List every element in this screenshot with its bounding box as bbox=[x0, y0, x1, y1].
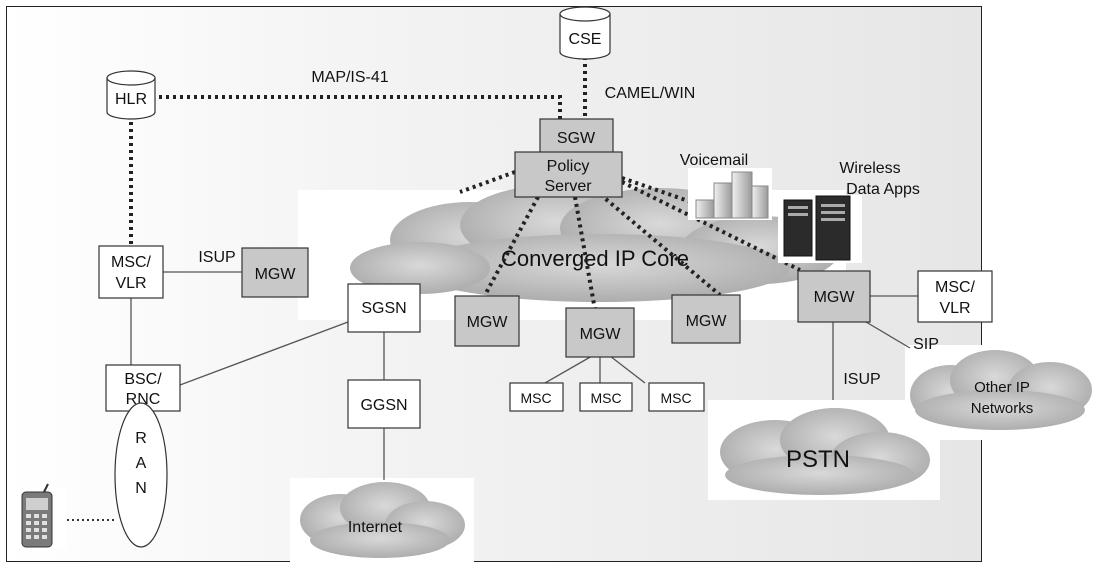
converged-ip-core-cloud: Converged IP Core bbox=[350, 185, 840, 302]
camel-win-label: CAMEL/WIN bbox=[605, 85, 696, 102]
ggsn-label: GGSN bbox=[360, 397, 407, 414]
dotted-links bbox=[67, 57, 801, 521]
mgw-core-3-node: MGW bbox=[671, 294, 741, 344]
wireless-label-2: Data Apps bbox=[846, 181, 920, 198]
pstn-cloud: PSTN bbox=[720, 408, 930, 495]
msc-vlr-left-label-2: VLR bbox=[115, 275, 146, 292]
wireless-data-servers-icon bbox=[778, 195, 862, 263]
mgw-left-label: MGW bbox=[255, 266, 297, 283]
cse-label: CSE bbox=[569, 31, 602, 48]
wireless-label-1: Wireless bbox=[839, 160, 900, 177]
mgw-left-node: MGW bbox=[241, 247, 309, 298]
sgw-node: SGW bbox=[539, 118, 614, 154]
msc-vlr-left-label-1: MSC/ bbox=[111, 254, 152, 271]
mobile-phone-icon bbox=[10, 483, 67, 549]
sgsn-label: SGSN bbox=[361, 300, 406, 317]
msc-3-node: MSC bbox=[648, 382, 705, 412]
hlr-label: HLR bbox=[115, 91, 147, 108]
msc-2-node: MSC bbox=[579, 382, 633, 412]
pstn-label: PSTN bbox=[786, 446, 850, 473]
mgw-right-label: MGW bbox=[814, 289, 856, 306]
bsc-rnc-label-2: RNC bbox=[126, 391, 161, 408]
hlr-node: HLR bbox=[106, 70, 156, 120]
msc-vlr-left-node: MSC/ VLR bbox=[98, 245, 164, 299]
mgw-core-1-label: MGW bbox=[467, 314, 509, 331]
voicemail-buildings-icon bbox=[688, 168, 772, 220]
core-cloud-label: Converged IP Core bbox=[501, 246, 689, 271]
mgw-core-2-node: MGW bbox=[565, 307, 635, 358]
msc-vlr-right-node: MSC/ VLR bbox=[917, 270, 993, 323]
cse-node: CSE bbox=[559, 6, 611, 60]
mgw-right-node: MGW bbox=[797, 270, 871, 323]
map-is41-label: MAP/IS-41 bbox=[311, 69, 388, 86]
sgw-label: SGW bbox=[557, 130, 596, 147]
ran-label-r: R bbox=[135, 430, 147, 447]
ran-node: R A N bbox=[114, 402, 168, 548]
other-ip-label-2: Networks bbox=[971, 400, 1034, 417]
sip-label: SIP bbox=[913, 336, 939, 353]
bsc-rnc-node: BSC/ RNC bbox=[105, 364, 181, 412]
ggsn-node: GGSN bbox=[347, 379, 421, 429]
isup-left-label: ISUP bbox=[198, 249, 235, 266]
msc-vlr-right-label-1: MSC/ bbox=[935, 279, 976, 296]
isup-right-label: ISUP bbox=[843, 371, 880, 388]
bsc-rnc-label-1: BSC/ bbox=[124, 371, 162, 388]
other-ip-label-1: Other IP bbox=[974, 379, 1030, 396]
sgsn-node: SGSN bbox=[347, 283, 421, 333]
policy-server-label-2: Server bbox=[544, 178, 592, 195]
msc-1-label: MSC bbox=[520, 390, 551, 406]
mgw-core-1-node: MGW bbox=[454, 295, 520, 347]
ran-label-n: N bbox=[135, 480, 147, 497]
internet-label: Internet bbox=[348, 519, 403, 536]
policy-server-node: Policy Server bbox=[514, 151, 623, 198]
mgw-core-3-label: MGW bbox=[686, 313, 728, 330]
msc-3-label: MSC bbox=[660, 390, 691, 406]
internet-cloud: Internet bbox=[300, 482, 465, 558]
mgw-core-2-label: MGW bbox=[580, 326, 622, 343]
solid-links bbox=[130, 271, 918, 480]
other-ip-networks-cloud: Other IP Networks bbox=[910, 350, 1092, 430]
msc-vlr-right-label-2: VLR bbox=[939, 300, 970, 317]
msc-2-label: MSC bbox=[590, 390, 621, 406]
ran-label-a: A bbox=[136, 455, 147, 472]
voicemail-label: Voicemail bbox=[680, 152, 748, 169]
policy-server-label-1: Policy bbox=[547, 158, 590, 175]
msc-1-node: MSC bbox=[509, 382, 564, 412]
